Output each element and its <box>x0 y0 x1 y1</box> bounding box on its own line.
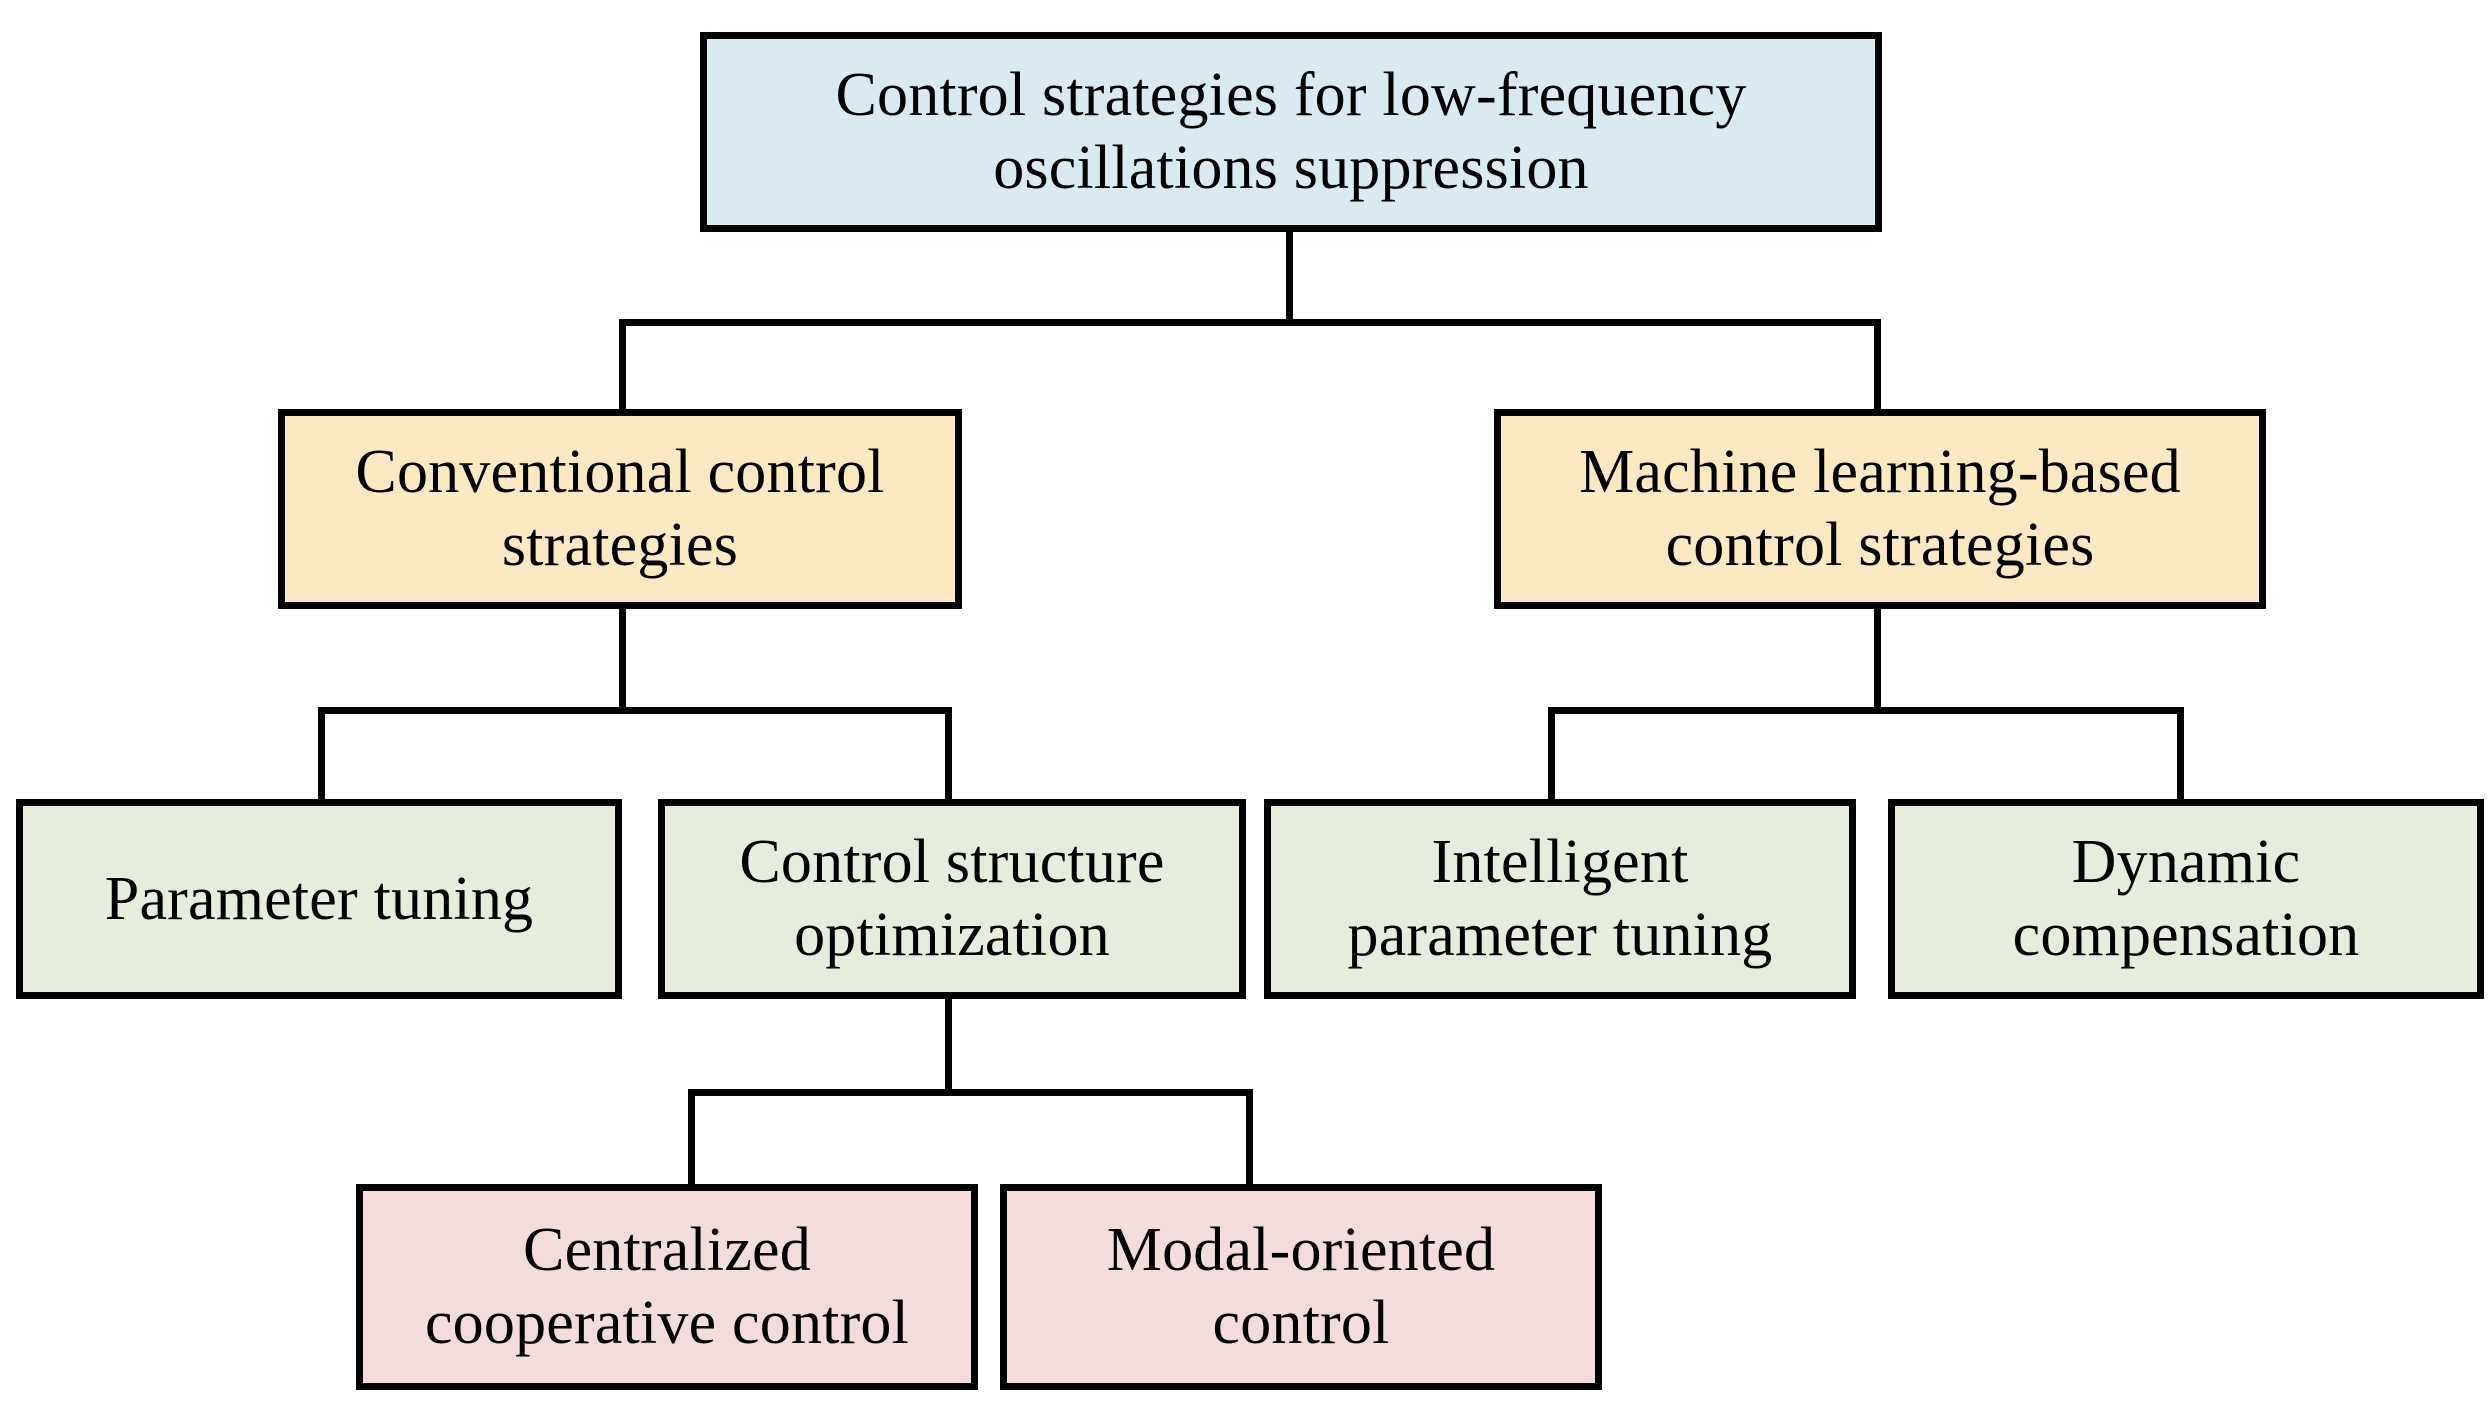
node-centralized-cooperative-control[interactable]: Centralized cooperative control <box>356 1184 978 1390</box>
edge-cso-to-modal-oriented-control <box>1246 1089 1253 1185</box>
node-modal-oriented-control-label: Modal-oriented control <box>1106 1216 1496 1357</box>
node-machine-learning-based-control-strategies[interactable]: Machine learning-based control strategie… <box>1494 409 2266 609</box>
edge-conventional-to-control-structure-optimization <box>945 707 952 807</box>
node-intelligent-parameter-tuning-label: Intelligent parameter tuning <box>1347 828 1773 969</box>
edge-ml-based-to-intelligent-parameter-tuning <box>1548 707 1555 807</box>
edge-ml-based-bus <box>1548 707 2184 714</box>
node-ml-based-label: Machine learning-based control strategie… <box>1579 438 2181 579</box>
edge-ml-based-to-dynamic-compensation <box>2177 707 2184 807</box>
node-control-structure-optimization[interactable]: Control structure optimization <box>658 799 1246 999</box>
node-intelligent-parameter-tuning[interactable]: Intelligent parameter tuning <box>1264 799 1856 999</box>
edge-conventional-bus <box>318 707 952 714</box>
node-control-structure-optimization-label: Control structure optimization <box>739 828 1165 969</box>
edge-conventional-stem <box>619 604 626 714</box>
edge-conventional-to-parameter-tuning <box>318 707 325 807</box>
edge-root-stem <box>1286 230 1293 326</box>
node-root-control-strategies[interactable]: Control strategies for low-frequency osc… <box>700 32 1882 232</box>
edge-ml-based-stem <box>1874 604 1881 714</box>
node-modal-oriented-control[interactable]: Modal-oriented control <box>1000 1184 1602 1390</box>
edge-root-to-conventional <box>619 319 626 415</box>
node-centralized-cooperative-control-label: Centralized cooperative control <box>424 1216 910 1357</box>
edge-control-structure-optimization-stem <box>945 994 952 1096</box>
node-conventional-control-strategies[interactable]: Conventional control strategies <box>278 409 962 609</box>
node-dynamic-compensation-label: Dynamic compensation <box>2012 828 2360 969</box>
node-root-label: Control strategies for low-frequency osc… <box>835 61 1747 202</box>
node-parameter-tuning[interactable]: Parameter tuning <box>16 799 622 999</box>
edge-cso-to-centralized-cooperative-control <box>688 1089 695 1185</box>
node-dynamic-compensation[interactable]: Dynamic compensation <box>1888 799 2484 999</box>
edge-root-to-ml-based <box>1874 319 1881 415</box>
node-conventional-label: Conventional control strategies <box>355 438 885 579</box>
node-parameter-tuning-label: Parameter tuning <box>104 864 534 933</box>
edge-root-bus <box>619 319 1881 326</box>
edge-control-structure-optimization-bus <box>688 1089 1253 1096</box>
